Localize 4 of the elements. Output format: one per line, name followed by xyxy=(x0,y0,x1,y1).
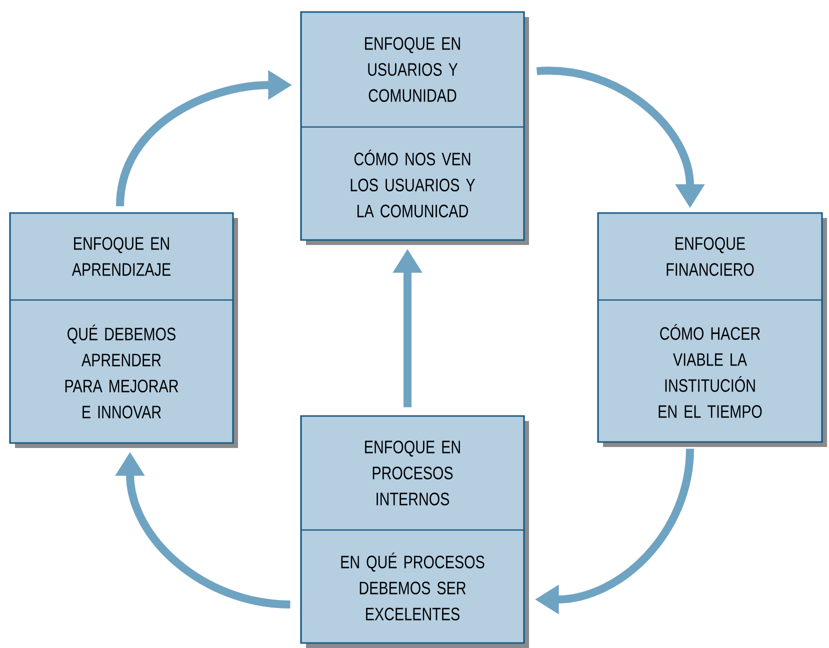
process-box: ENFOQUE FINANCIERO CÓMO HACER VIABLE LA INSTITUCIÓN EN EL TIEMPO xyxy=(597,212,827,447)
process-box: ENFOQUE EN APRENDIZAJE QUÉ DEBEMOS APRENDER PARA MEJORAR E INNOVAR xyxy=(9,212,238,448)
process-box: ENFOQUE EN PROCESOS INTERNOS EN QUÉ PROCESOS DEBEMOS SER EXCELENTES xyxy=(300,415,529,648)
process-box: ENFOQUE EN USUARIOS Y COMUNIDAD CÓMO NOS VEN LOS USUARIOS Y LA COMUNICAD xyxy=(300,11,529,245)
